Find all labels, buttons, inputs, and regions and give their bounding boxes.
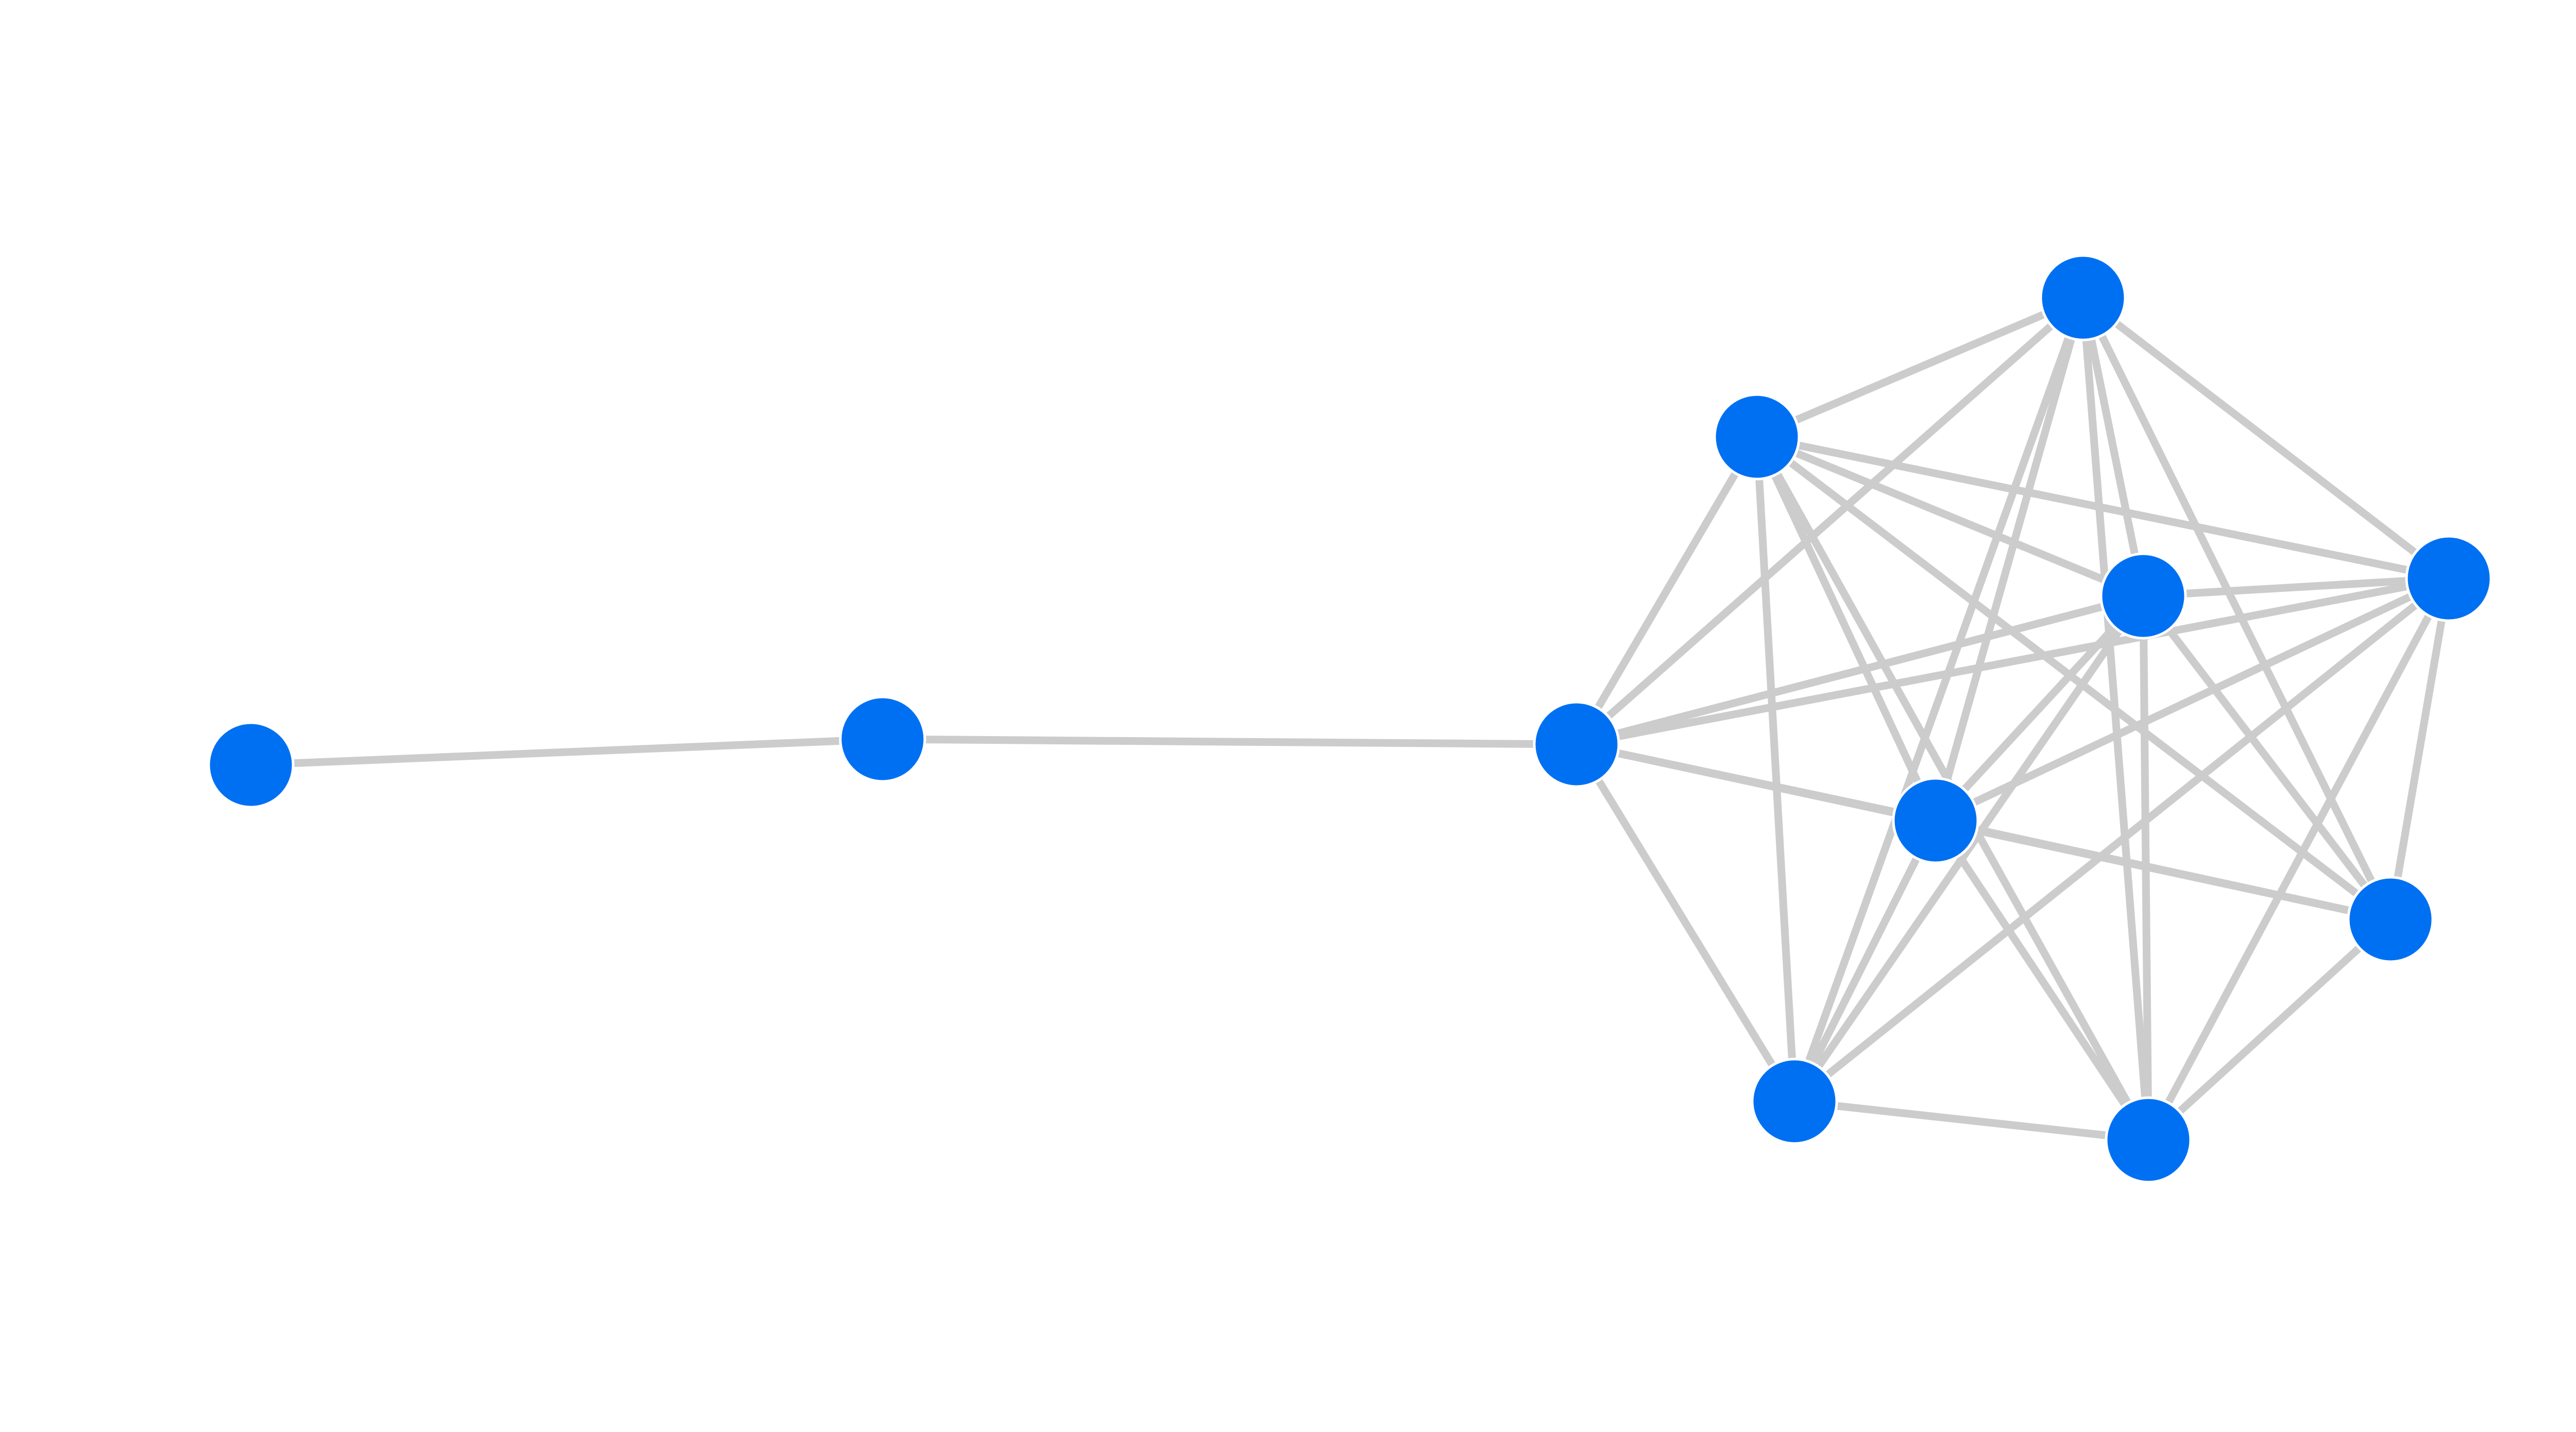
graph-node-n6 — [2405, 535, 2493, 622]
graph-edge-n5-n6 — [2139, 574, 2453, 600]
graph-edge-n7-n9 — [1790, 816, 1940, 1105]
graph-edge-n3-n9 — [1753, 433, 1799, 1105]
graph-edge-n6-n9 — [1790, 574, 2453, 1105]
graph-edge-n7-n10 — [1931, 816, 2153, 1144]
graph-node-n8 — [2347, 876, 2434, 963]
graph-edge-n1-n2 — [878, 735, 1581, 748]
graph-node-n5 — [2099, 552, 2187, 640]
graph-edge-n8-n10 — [2144, 915, 2395, 1144]
graph-edge-n4-n6 — [2079, 294, 2453, 583]
graph-node-n0 — [207, 721, 295, 809]
graph-edge-n7-n8 — [1931, 816, 2395, 924]
graph-node-n4 — [2039, 254, 2127, 342]
graph-edge-n2-n4 — [1572, 294, 2087, 748]
graph-node-n9 — [1751, 1058, 1838, 1145]
graph-edge-n4-n5 — [2079, 294, 2147, 600]
graph-edge-n6-n10 — [2144, 574, 2453, 1144]
edges-layer — [247, 294, 2453, 1144]
graph-edge-n0-n1 — [247, 735, 887, 769]
graph-edge-n4-n10 — [2079, 294, 2153, 1144]
graph-edge-n3-n7 — [1753, 433, 1940, 825]
graph-edge-n9-n10 — [1790, 1097, 2153, 1144]
graph-edge-n5-n8 — [2139, 592, 2395, 924]
graph-node-n7 — [1892, 777, 1979, 864]
graph-edge-n3-n4 — [1753, 294, 2087, 441]
graph-edge-n4-n7 — [1931, 294, 2087, 825]
graph-edge-n3-n8 — [1753, 433, 2395, 924]
graph-edge-n4-n8 — [2079, 294, 2395, 924]
graph-edge-n6-n8 — [2386, 574, 2453, 924]
graph-edge-n3-n5 — [1753, 433, 2147, 600]
graph-node-n2 — [1533, 701, 1620, 788]
graph-edge-n2-n5 — [1572, 592, 2147, 748]
graph-edge-n2-n6 — [1572, 574, 2453, 748]
graph-edge-n5-n7 — [1931, 592, 2147, 825]
graph-node-n10 — [2105, 1096, 2192, 1184]
graph-edge-n2-n3 — [1572, 433, 1761, 748]
graph-edge-n6-n7 — [1931, 574, 2453, 825]
graph-edge-n2-n9 — [1572, 740, 1799, 1105]
nodes-layer — [207, 254, 2493, 1184]
graph-edge-n4-n9 — [1790, 294, 2087, 1105]
graph-node-n3 — [1713, 393, 1801, 481]
graph-node-n1 — [839, 695, 926, 783]
